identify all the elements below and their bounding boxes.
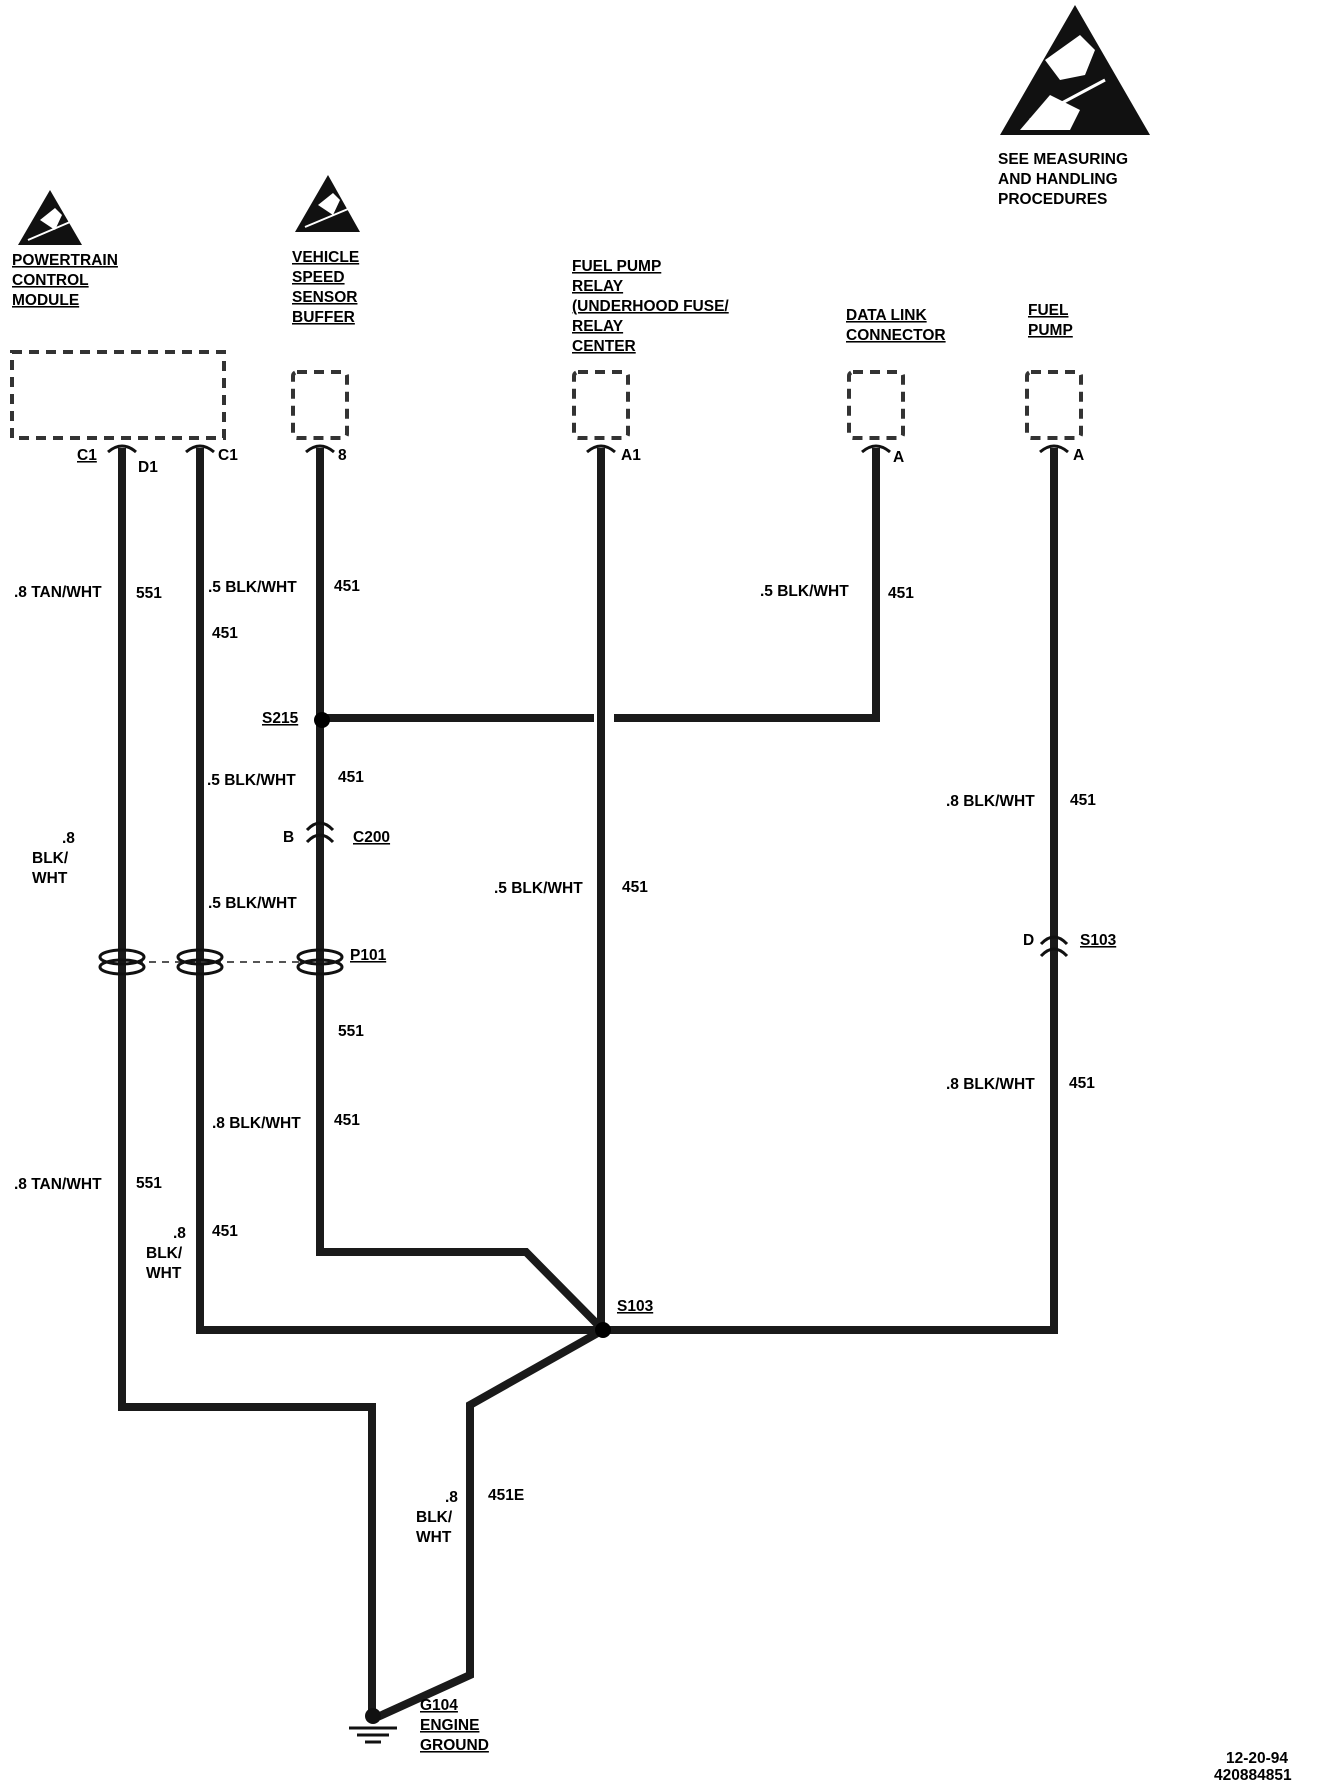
dlc-pin-a: A — [893, 449, 904, 466]
pcm-box — [10, 350, 226, 440]
esd-warning-icon-large — [1000, 5, 1150, 135]
pump-low-gauge: .8 BLK/WHT — [946, 1076, 1035, 1093]
vssb-label-line-2: SPEED — [292, 269, 345, 286]
pump-label-line-2: PUMP — [1028, 322, 1073, 339]
connector-c200 — [305, 821, 335, 844]
w1-top-circuit: 551 — [136, 585, 162, 602]
vssb-box — [291, 370, 349, 440]
pump-a-terminal — [1039, 444, 1069, 454]
ground-gauge-3: WHT — [416, 1529, 452, 1546]
connector-s103-inline — [1039, 935, 1069, 958]
wire-451-pump — [599, 448, 1058, 1334]
connector-p101-c1 — [176, 948, 224, 976]
relay-label-line-4: RELAY — [572, 318, 624, 335]
splice-s103 — [595, 1322, 611, 1338]
pump-label-line-1: FUEL — [1028, 302, 1068, 319]
esd-note-line-1: SEE MEASURING — [998, 151, 1128, 168]
footer-date: 12-20-94 — [1226, 1750, 1288, 1767]
pcm-pin-c1: C1 — [218, 447, 238, 464]
relay-circuit: 451 — [622, 879, 648, 896]
ground-gauge-2: BLK/ — [416, 1509, 453, 1526]
vssb-label-line-1: VEHICLE — [292, 249, 359, 266]
pcm-mid-gauge-3: WHT — [32, 870, 68, 887]
pcm-c1-terminal — [185, 444, 215, 454]
esd-warning-icon-vssb — [295, 175, 360, 232]
w2-bottom-gauge-3: WHT — [146, 1265, 182, 1282]
pcm-mid-gauge-1: .8 — [62, 830, 75, 847]
w2-top-circuit: 451 — [334, 578, 360, 595]
pcm-label-line-1: POWERTRAIN — [12, 252, 118, 269]
dlc-box — [847, 370, 905, 440]
w2-low-circuit: 451 — [334, 1112, 360, 1129]
pump-top-gauge: .8 BLK/WHT — [946, 793, 1035, 810]
dlc-gauge: .5 BLK/WHT — [760, 583, 849, 600]
vssb-8-terminal — [305, 444, 335, 454]
ground-gauge-1: .8 — [445, 1489, 458, 1506]
w2-bottom-gauge-1: .8 — [173, 1225, 186, 1242]
w1-low-gauge: .8 TAN/WHT — [14, 1176, 102, 1193]
wire-451e-ground — [376, 1324, 609, 1721]
vssb-mid-gauge: .5 BLK/WHT — [207, 772, 296, 789]
ground-label-line-3: GROUND — [420, 1737, 489, 1754]
s215-label: S215 — [262, 710, 299, 727]
w1-top-gauge: .8 TAN/WHT — [14, 584, 102, 601]
pcm-connector-label: C1 — [77, 447, 97, 464]
vssb-mid-circuit: 451 — [338, 769, 364, 786]
ground-icon — [349, 1708, 397, 1744]
pcm-mid-gauge-2: BLK/ — [32, 850, 69, 867]
footer-code: 420884851 — [1214, 1767, 1292, 1784]
relay-label-line-2: RELAY — [572, 278, 624, 295]
pump-low-circuit: 451 — [1069, 1075, 1095, 1092]
dlc-a-terminal — [861, 444, 891, 454]
relay-label-line-3: (UNDERHOOD FUSE/ — [572, 298, 729, 315]
relay-pin-a1: A1 — [621, 447, 641, 464]
connector-p101-vssb — [296, 948, 344, 976]
s103-label: S103 — [617, 1298, 654, 1315]
relay-gauge: .5 BLK/WHT — [494, 880, 583, 897]
w2-bottom-circuit: 451 — [212, 1223, 238, 1240]
pcm-label-line-3: MODULE — [12, 292, 79, 309]
ground-circuit: 451E — [488, 1487, 524, 1504]
wire-451-vssb — [316, 448, 609, 1336]
w2-bottom-gauge-2: BLK/ — [146, 1245, 183, 1262]
wire-451-s215-right — [614, 448, 880, 722]
pump-box — [1025, 370, 1083, 440]
esd-note-line-3: PROCEDURES — [998, 191, 1107, 208]
esd-note-line-2: AND HANDLING — [998, 171, 1118, 188]
dlc-label-line-1: DATA LINK — [846, 307, 927, 324]
w1-low-circuit: 551 — [136, 1175, 162, 1192]
c200-label: C200 — [353, 829, 390, 846]
w2-top-gauge: .5 BLK/WHT — [208, 579, 297, 596]
vssb-below-circuit: 551 — [338, 1023, 364, 1040]
relay-label-line-1: FUEL PUMP — [572, 258, 661, 275]
p101-label: P101 — [350, 947, 387, 964]
wire-551-pcm-d1 — [118, 448, 376, 1719]
esd-warning-icon-pcm — [18, 190, 82, 245]
w2-top-circuit-2: 451 — [212, 625, 238, 642]
vssb-low-gauge: .5 BLK/WHT — [208, 895, 297, 912]
s103-inline-pin: D — [1023, 932, 1034, 949]
connector-p101-d1 — [98, 948, 146, 976]
s103-inline-label: S103 — [1080, 932, 1117, 949]
dlc-label-line-2: CONNECTOR — [846, 327, 946, 344]
pump-pin-a: A — [1073, 447, 1084, 464]
ground-label-line-1: G104 — [420, 1697, 458, 1714]
pump-top-circuit: 451 — [1070, 792, 1096, 809]
w2-low-gauge: .8 BLK/WHT — [212, 1115, 301, 1132]
relay-box — [572, 370, 630, 440]
pcm-d1-terminal — [107, 444, 137, 454]
wire-451-pcm-c1 — [196, 448, 607, 1334]
relay-label-line-5: CENTER — [572, 338, 636, 355]
vssb-pin-8: 8 — [338, 447, 347, 464]
pcm-label-line-2: CONTROL — [12, 272, 89, 289]
c200-pin-label: B — [283, 829, 294, 846]
ground-label-line-2: ENGINE — [420, 1717, 479, 1734]
vssb-label-line-4: BUFFER — [292, 309, 355, 326]
pcm-pin-d1: D1 — [138, 459, 158, 476]
vssb-label-line-3: SENSOR — [292, 289, 357, 306]
splice-s215 — [314, 712, 330, 728]
dlc-circuit: 451 — [888, 585, 914, 602]
relay-a1-terminal — [586, 444, 616, 454]
